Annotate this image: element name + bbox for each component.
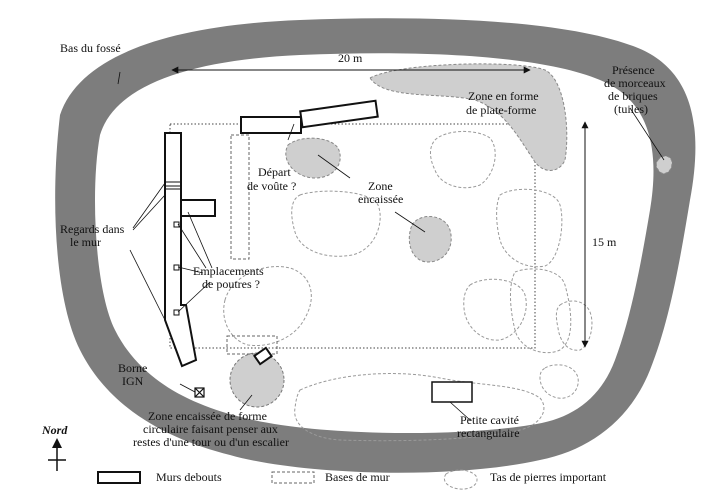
- depressed-zone-top: [285, 137, 341, 179]
- leader-lines: [117, 71, 665, 421]
- label-poutres-2: de poutres ?: [202, 277, 260, 291]
- legend: Murs debouts Bases de mur Tas de pierres…: [97, 469, 607, 490]
- label-briques-4: (tuiles): [614, 102, 648, 116]
- legend-bases-de-mur-swatch: [271, 471, 315, 484]
- legend-tas-de-pierres-swatch: [443, 469, 478, 490]
- rectangular-cavity: [431, 381, 473, 403]
- label-briques-1: Présence: [612, 63, 655, 77]
- label-circulaire-1: Zone encaissée de forme: [148, 409, 267, 423]
- label-depart-voute-1: Départ: [258, 165, 291, 179]
- label-plateforme-2: de plate-forme: [466, 103, 536, 117]
- legend-tas-de-pierres-label: Tas de pierres important: [490, 470, 607, 484]
- label-regards-2: le mur: [70, 235, 101, 249]
- label-briques-2: de morceaux: [604, 76, 666, 90]
- label-depart-voute-2: de voûte ?: [247, 179, 296, 193]
- wall-bases: [226, 134, 278, 355]
- label-borne-1: Borne: [118, 361, 147, 375]
- label-cavite-2: rectangulaire: [457, 426, 520, 440]
- label-20m: 20 m: [338, 51, 363, 65]
- north-arrow-icon: [48, 438, 66, 471]
- label-regards-1: Regards dans: [60, 222, 125, 236]
- standing-walls: [164, 99, 379, 368]
- label-plateforme-1: Zone en forme: [468, 89, 539, 103]
- plateform-zone: [369, 63, 568, 171]
- label-zone-encaissee-2: encaissée: [358, 192, 403, 206]
- label-nord: Nord: [41, 423, 68, 437]
- label-poutres-1: Emplacements: [193, 264, 264, 278]
- beam-slots: [173, 221, 180, 316]
- brick-fragments-zone: [655, 155, 673, 175]
- moat-ring: [55, 18, 696, 473]
- stone-piles: [223, 131, 593, 442]
- label-briques-3: de briques: [608, 89, 658, 103]
- ign-marker: [194, 387, 205, 398]
- label-cavite-1: Petite cavité: [460, 413, 519, 427]
- label-bas-du-fosse: Bas du fossé: [60, 41, 121, 55]
- depressed-zone-middle: [408, 216, 452, 263]
- label-15m: 15 m: [592, 235, 617, 249]
- label-borne-2: IGN: [122, 374, 144, 388]
- legend-murs-debouts-swatch: [97, 471, 141, 484]
- label-circulaire-3: restes d'une tour ou d'un escalier: [133, 435, 289, 449]
- label-circulaire-2: circulaire faisant penser aux: [143, 422, 278, 436]
- legend-murs-debouts-label: Murs debouts: [156, 470, 222, 484]
- label-zone-encaissee-1: Zone: [368, 179, 393, 193]
- enclosure-outline: [169, 123, 536, 349]
- legend-bases-de-mur-label: Bases de mur: [325, 470, 390, 484]
